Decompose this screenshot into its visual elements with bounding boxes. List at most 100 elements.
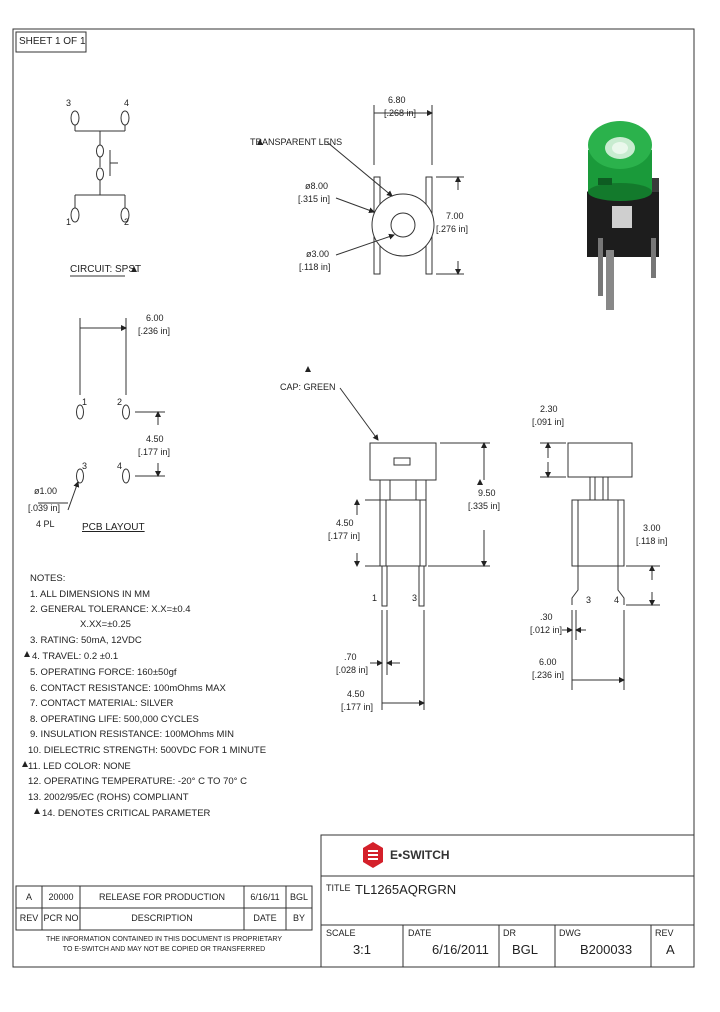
cap-label: CAP: GREEN (280, 382, 336, 392)
pcb-layout-drawing (38, 318, 165, 511)
pcb-hole-dia-in: [.039 in] (28, 503, 61, 513)
end-cap-h-mm: 2.30 (540, 404, 558, 414)
pcb-hole-dia-mm: ø1.00 (34, 486, 58, 496)
pcb-spacing-x-mm: 6.00 (146, 313, 164, 323)
e-switch-logo (363, 842, 383, 868)
side-view-drawing (339, 387, 490, 710)
note-6: 6. CONTACT RESISTANCE: 100mOhms MAX (30, 683, 226, 694)
inner-dia-in: [.118 in] (299, 262, 331, 272)
circuit-pin-3: 3 (66, 98, 72, 108)
end-pin-4: 4 (614, 595, 620, 605)
pcb-pin-2: 2 (117, 397, 123, 407)
note-4: 4. TRAVEL: 0.2 ±0.1 (32, 651, 119, 662)
pcb-spacing-y-mm: 4.50 (146, 434, 164, 444)
date-value: 6/16/2011 (432, 942, 489, 957)
front-view-drawing (326, 105, 464, 275)
inner-dia-mm: ø3.00 (306, 249, 330, 259)
end-cap-h-in: [.091 in] (532, 417, 565, 427)
title-value: TL1265AQRGRN (355, 882, 457, 897)
note-2b: X.XX=±0.25 (80, 619, 131, 630)
side-total-h-mm: 9.50 (478, 488, 496, 498)
date-label: DATE (408, 928, 432, 938)
dr-label: DR (503, 928, 516, 938)
lens-label: TRANSPARENT LENS (250, 137, 343, 147)
circuit-diagram (70, 110, 130, 277)
rev-table-date: 6/16/11 (250, 892, 280, 902)
note-1: 1. ALL DIMENSIONS IN MM (30, 589, 151, 600)
scale-label: SCALE (326, 928, 356, 938)
circuit-label: CIRCUIT: SPST (70, 264, 142, 275)
pcb-pin-4: 4 (117, 461, 123, 471)
note-13: 13. 2002/95/EC (ROHS) COMPLIANT (28, 792, 189, 803)
side-pin-3: 3 (412, 593, 418, 603)
rev-header-by: BY (292, 913, 305, 923)
rev-table-by: BGL (289, 892, 308, 902)
note-3: 3. RATING: 50mA, 12VDC (30, 635, 142, 646)
end-lead-t-in: [.012 in] (530, 625, 563, 635)
side-lead-span-mm: 4.50 (347, 689, 365, 699)
rev-table-rev: A (25, 892, 32, 902)
note-9: 9. INSULATION RESISTANCE: 100MOhms MIN (30, 729, 234, 740)
front-height-mm: 7.00 (446, 211, 464, 221)
side-lead-w-in: [.028 in] (336, 665, 369, 675)
notes-heading: NOTES: (30, 573, 66, 584)
rev-table-pcr: 20000 (48, 892, 74, 902)
note-5: 5. OPERATING FORCE: 160±50gf (30, 667, 177, 678)
circuit-pin-1: 1 (66, 217, 72, 227)
end-pin-3: 3 (586, 595, 592, 605)
front-width-in: [.268 in] (384, 108, 417, 118)
rev-header-description: DESCRIPTION (131, 913, 193, 923)
pcb-layout-label: PCB LAYOUT (82, 522, 145, 533)
dwg-value: B200033 (580, 942, 633, 957)
side-total-h-in: [.335 in] (468, 501, 501, 511)
end-lead-h-in: [.118 in] (636, 536, 668, 546)
note-7: 7. CONTACT MATERIAL: SILVER (30, 698, 174, 709)
note-8: 8. OPERATING LIFE: 500,000 CYCLES (30, 714, 199, 725)
rev-header-date: DATE (253, 913, 277, 923)
sheet-label-box (15, 31, 87, 53)
logo-text: E•SWITCH (390, 848, 450, 862)
front-height-in: [.276 in] (436, 224, 469, 234)
title-block-grid (15, 834, 695, 968)
end-view-drawing (540, 442, 660, 690)
note-11: 11. LED COLOR: NONE (28, 761, 131, 772)
note-2: 2. GENERAL TOLERANCE: X.X=±0.4 (30, 604, 191, 615)
side-lead-span-in: [.177 in] (341, 702, 374, 712)
sheet-label: SHEET 1 OF 1 (19, 36, 86, 47)
dwg-label: DWG (559, 928, 581, 938)
rev-label: REV (655, 928, 674, 938)
title-label: TITLE (326, 883, 351, 893)
end-lead-span-mm: 6.00 (539, 657, 557, 667)
end-lead-t-mm: .30 (540, 612, 553, 622)
circuit-pin-4: 4 (124, 98, 130, 108)
end-lead-span-in: [.236 in] (532, 670, 565, 680)
proprietary-line-1: THE INFORMATION CONTAINED IN THIS DOCUME… (45, 936, 283, 943)
front-width-mm: 6.80 (388, 95, 406, 105)
scale-value: 3:1 (352, 942, 372, 957)
note-12: 12. OPERATING TEMPERATURE: -20° C TO 70°… (28, 776, 247, 787)
side-lead-w-mm: .70 (344, 652, 357, 662)
pcb-pin-1: 1 (82, 397, 88, 407)
outer-dia-mm: ø8.00 (305, 181, 329, 191)
pcb-spacing-y-in: [.177 in] (138, 447, 171, 457)
pcb-spacing-x-in: [.236 in] (138, 326, 171, 336)
circuit-pin-2: 2 (124, 217, 130, 227)
pcb-hole-qty: 4 PL (36, 519, 55, 529)
note-14: 14. DENOTES CRITICAL PARAMETER (42, 808, 211, 819)
note-10: 10. DIELECTRIC STRENGTH: 500VDC FOR 1 MI… (28, 745, 267, 756)
end-lead-h-mm: 3.00 (643, 523, 661, 533)
rev-header-rev: REV (19, 913, 39, 923)
rev-header-pcr: PCR NO (43, 913, 79, 923)
outer-dia-in: [.315 in] (298, 194, 331, 204)
proprietary-line-2: TO E-SWITCH AND MAY NOT BE COPIED OR TRA… (62, 946, 266, 953)
side-pin-1: 1 (372, 593, 378, 603)
side-body-h-in: [.177 in] (328, 531, 361, 541)
pcb-pin-3: 3 (82, 461, 88, 471)
dr-value: BGL (512, 942, 539, 957)
rev-table-description: RELEASE FOR PRODUCTION (98, 892, 226, 902)
rev-value: A (666, 942, 675, 957)
critical-parameter-markers (22, 139, 483, 814)
product-3d-illustration (587, 121, 659, 310)
side-body-h-mm: 4.50 (336, 518, 354, 528)
